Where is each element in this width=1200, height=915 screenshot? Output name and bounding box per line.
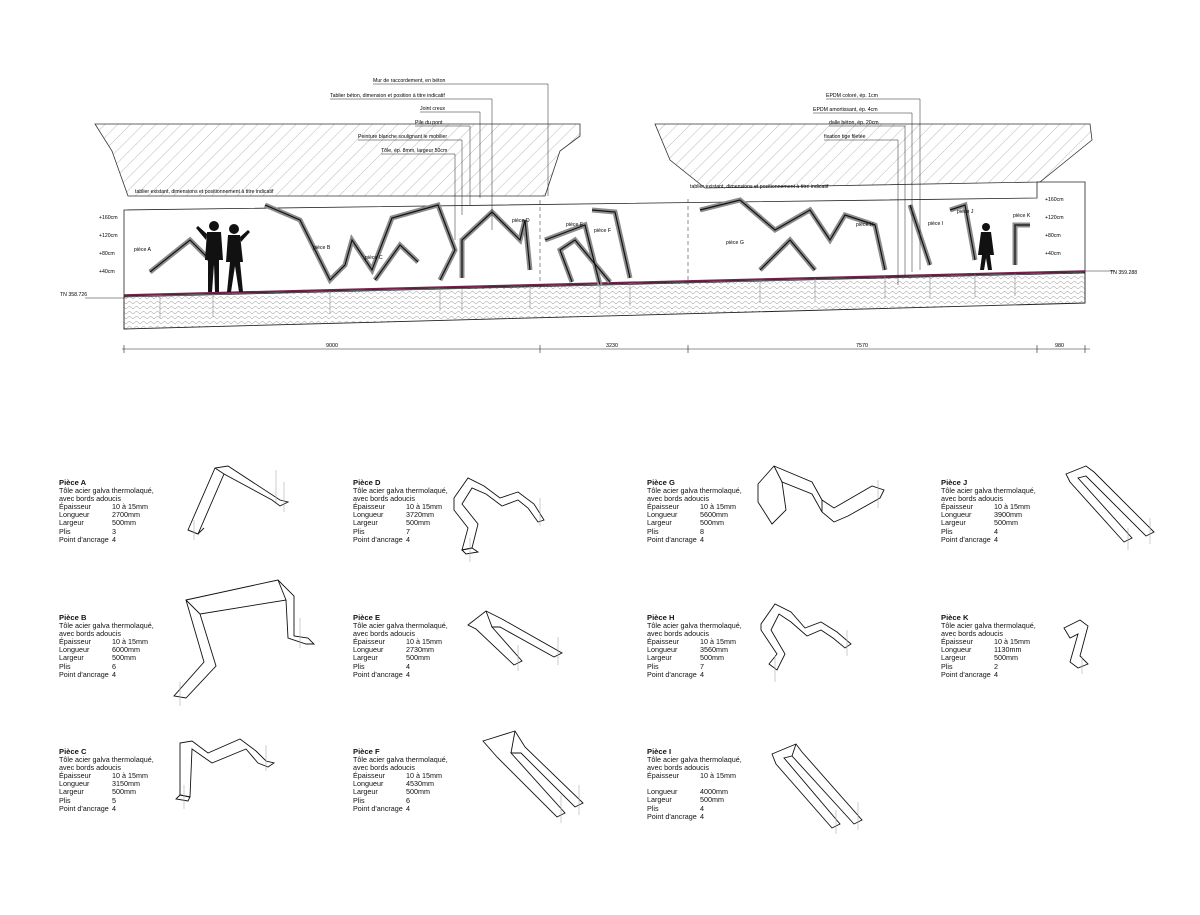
svg-text:Pile du pont: Pile du pont [415, 120, 443, 126]
iso-piece-f [482, 730, 584, 823]
spec-piece-f: Pièce F Tôle acier galva thermolaqué, av… [353, 747, 503, 813]
svg-text:Mur de raccordement, en béton: Mur de raccordement, en béton [373, 78, 445, 84]
svg-text:pièce H: pièce H [856, 222, 874, 228]
piece-title: Pièce B [59, 613, 87, 622]
retaining-wall [123, 181, 1086, 296]
svg-text:pièce F: pièce F [594, 228, 611, 234]
anchor-rods [159, 273, 1016, 318]
svg-text:3230: 3230 [606, 343, 618, 349]
svg-text:+120cm: +120cm [1045, 215, 1064, 221]
annotations-left: Mur de raccordement, en béton Tablier bé… [330, 78, 447, 154]
svg-text:EPDM amortissant, ép. 4cm: EPDM amortissant, ép. 4cm [813, 107, 878, 113]
elevation-drawing: tablier existant, dimensions et position… [60, 78, 1137, 353]
svg-text:pièce I: pièce I [928, 221, 943, 227]
spec-piece-e: Pièce E Tôle acier galva thermolaqué, av… [353, 613, 503, 679]
level-left: TN 358.726 [60, 292, 87, 298]
deck-label-right: tablier existant, dimensions et position… [690, 184, 829, 190]
dimension-values: 9000 3230 7570 980 [326, 343, 1064, 349]
iso-piece-j [1065, 465, 1155, 550]
svg-text:EPDM coloré, ép. 1cm: EPDM coloré, ép. 1cm [826, 93, 878, 99]
spec-piece-g: Pièce G Tôle acier galva thermolaqué, av… [647, 478, 797, 544]
piece-title: Pièce A [59, 478, 87, 487]
iso-piece-h [760, 603, 852, 682]
svg-text:+40cm: +40cm [99, 269, 115, 275]
svg-text:pièce D: pièce D [512, 218, 530, 224]
level-right: TN 359.288 [1110, 270, 1137, 276]
iso-piece-c [175, 738, 276, 809]
ground-line [123, 270, 1086, 296]
svg-text:+160cm: +160cm [99, 215, 118, 221]
leaders-left [330, 83, 549, 240]
piece-title: Pièce J [941, 478, 968, 487]
iso-piece-e [467, 610, 563, 671]
svg-text:pièce C: pièce C [365, 255, 383, 261]
spec-piece-c: Pièce C Tôle acier galva thermolaqué, av… [59, 747, 209, 813]
svg-text:9000: 9000 [326, 343, 338, 349]
spec-piece-k: Pièce K Tôle acier galva thermolaqué, av… [941, 613, 1091, 679]
svg-text:980: 980 [1055, 343, 1064, 349]
spec-piece-a: Pièce A Tôle acier galva thermolaqué, av… [59, 478, 209, 544]
ground-line [123, 272, 1086, 298]
spec-piece-h: Pièce H Tôle acier galva thermolaqué, av… [647, 613, 797, 679]
height-marks-left: +160cm +120cm +80cm +40cm [99, 215, 118, 275]
spec-piece-b: Pièce B Tôle acier galva thermolaqué, av… [59, 613, 209, 679]
spec-piece-i: Pièce I Tôle acier galva thermolaqué, av… [647, 747, 797, 821]
spec-piece-j: Pièce J Tôle acier galva thermolaqué, av… [941, 478, 1091, 544]
piece-labels: pièce A pièce B pièce C pièce D pièce E … [134, 209, 1031, 261]
svg-text:7570: 7570 [856, 343, 868, 349]
deck-label-left: tablier existant, dimensions et position… [135, 189, 274, 195]
piece-title: Pièce G [647, 478, 675, 487]
svg-text:+120cm: +120cm [99, 233, 118, 239]
ground-slab [123, 271, 1086, 330]
piece-title: Pièce H [647, 613, 675, 622]
svg-text:fixation tige filetée: fixation tige filetée [824, 134, 866, 140]
svg-text:pièce J: pièce J [957, 209, 974, 215]
iso-piece-i [771, 743, 863, 834]
iso-piece-a [187, 465, 290, 540]
piece-title: Pièce C [59, 747, 87, 756]
piece-title: Pièce I [647, 747, 672, 756]
material-finish: avec bords adoucis [59, 494, 121, 504]
piece-title: Pièce D [353, 478, 381, 487]
svg-text:pièce E: pièce E [566, 222, 584, 228]
bridge-deck-right [654, 123, 1093, 189]
steel-panels [148, 197, 1030, 286]
bridge-deck-left [94, 123, 581, 197]
svg-text:pièce K: pièce K [1013, 213, 1031, 219]
svg-text:+40cm: +40cm [1045, 251, 1061, 257]
piece-title: Pièce E [353, 613, 381, 622]
svg-text:pièce A: pièce A [134, 247, 152, 253]
height-marks-right: +160cm +120cm +80cm +40cm [1045, 197, 1064, 257]
piece-title: Pièce F [353, 747, 380, 756]
svg-text:Tablier béton, dimension et po: Tablier béton, dimension et position à t… [330, 93, 445, 99]
svg-text:Tôle, ép. 8mm, largeur 50cm: Tôle, ép. 8mm, largeur 50cm [381, 148, 447, 154]
svg-text:+160cm: +160cm [1045, 197, 1064, 203]
iso-piece-k [1063, 619, 1089, 674]
leaders-right [813, 98, 921, 285]
svg-text:+80cm: +80cm [1045, 233, 1061, 239]
material: Tôle acier galva thermolaqué, [59, 486, 154, 496]
svg-text:+80cm: +80cm [99, 251, 115, 257]
svg-text:Joint creux: Joint creux [420, 106, 445, 112]
iso-piece-b [173, 579, 316, 706]
svg-text:pièce G: pièce G [726, 240, 744, 246]
piece-title: Pièce K [941, 613, 969, 622]
person-silhouettes [196, 221, 994, 292]
annotations-right: EPDM coloré, ép. 1cm EPDM amortissant, é… [813, 93, 879, 140]
svg-text:Peinture blanche soulignant le: Peinture blanche soulignant le mobilier [358, 134, 447, 140]
iso-piece-g [757, 465, 885, 525]
svg-text:dalle béton, ép. 20cm: dalle béton, ép. 20cm [829, 120, 879, 126]
dimension-line [122, 345, 1090, 353]
svg-text:pièce B: pièce B [313, 245, 331, 251]
iso-piece-d [453, 477, 545, 562]
spec-piece-d: Pièce D Tôle acier galva thermolaqué, av… [353, 478, 503, 544]
